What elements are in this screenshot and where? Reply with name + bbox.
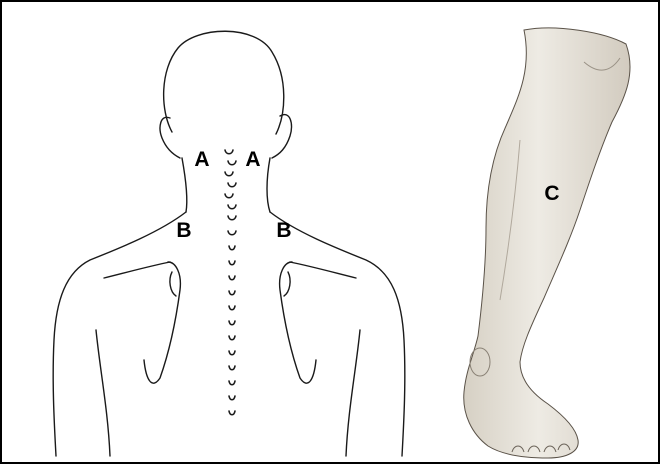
right-ear [272,115,292,158]
right-arm-inner [346,330,360,456]
left-scapula-spine [104,262,170,278]
vertebra-mark [228,205,236,209]
vertebra-mark [229,381,235,385]
vertebra-mark [225,194,233,198]
label-a-left: A [194,148,209,171]
vertebra-mark [228,216,236,220]
vertebra-mark [229,261,235,265]
right-scapula-hook [284,272,290,296]
leg-outline [464,28,630,458]
right-scapula-spine [290,262,356,278]
right-shoulder-line [270,212,405,456]
vertebra-mark [228,231,236,235]
neck-left-side [182,158,187,212]
vertebra-mark [228,161,236,165]
vertebra-mark [229,291,235,295]
left-scapula [144,262,180,383]
left-arm-inner [96,330,110,456]
vertebra-mark [225,172,233,176]
vertebra-mark [229,336,235,340]
label-b-right: B [276,219,291,242]
right-scapula [280,262,316,383]
left-shoulder-line [53,212,186,456]
vertebra-mark [229,321,235,325]
leg-figure [464,28,630,458]
vertebra-mark [229,276,235,280]
label-a-right: A [245,148,260,171]
vertebra-mark [229,396,235,400]
vertebra-mark [225,150,233,154]
neck-right-side [267,158,270,212]
vertebra-mark [229,411,235,415]
vertebra-mark [228,183,236,187]
spine-vertebrae [225,150,236,415]
back-figure [53,31,405,456]
vertebra-mark [229,351,235,355]
label-c: C [544,182,559,205]
left-scapula-hook [170,272,176,296]
vertebra-mark [229,246,235,250]
vertebra-mark [229,306,235,310]
label-b-left: B [176,219,191,242]
head-outline [164,31,284,134]
vertebra-mark [229,366,235,370]
left-ear [160,117,180,158]
